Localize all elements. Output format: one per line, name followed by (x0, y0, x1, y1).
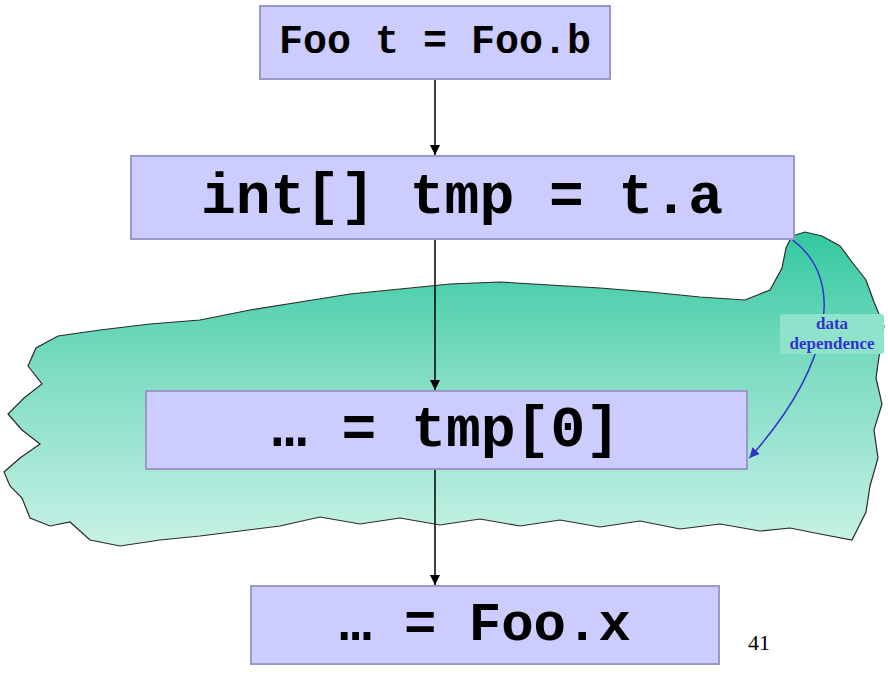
cloud-shape (4, 232, 884, 546)
process-box: … = Foo.x (250, 585, 720, 665)
process-box: int[] tmp = t.a (130, 155, 795, 240)
code-text: int[] tmp = t.a (201, 165, 723, 230)
flow-arrow (434, 240, 436, 390)
code-text: … = tmp[0] (272, 398, 620, 463)
page-number: 41 (748, 630, 770, 656)
flow-arrow (434, 80, 436, 155)
process-box: Foo t = Foo.b (259, 5, 611, 80)
flow-arrow (434, 470, 436, 585)
edge-label: data dependence (780, 314, 884, 353)
code-text: Foo t = Foo.b (279, 20, 591, 65)
process-box: … = tmp[0] (145, 390, 748, 470)
code-text: … = Foo.x (339, 595, 631, 656)
